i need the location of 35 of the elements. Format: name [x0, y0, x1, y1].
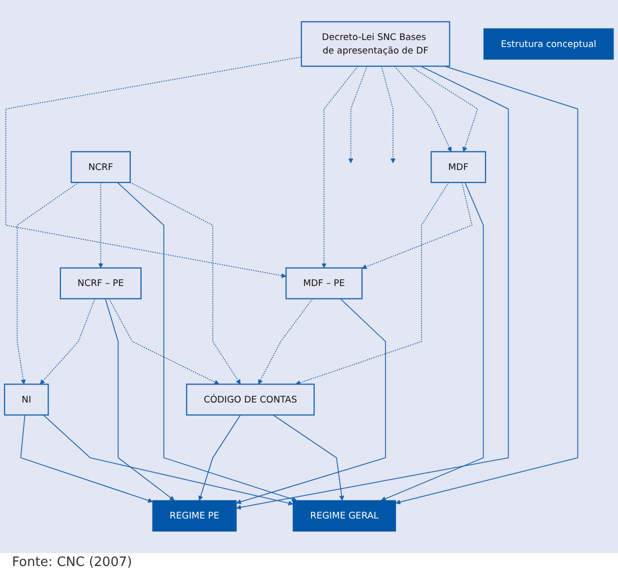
arrow [20, 414, 153, 503]
arrow [395, 66, 578, 504]
arrow [108, 298, 220, 384]
arrow [394, 66, 452, 152]
process-box: NI [4, 384, 49, 416]
arrow [362, 182, 472, 270]
arrow [381, 66, 396, 164]
arrow [104, 298, 174, 501]
arrow [5, 56, 302, 278]
arrow [130, 182, 241, 384]
regime-bar: REGIME GERAL [292, 500, 396, 532]
arrow [272, 414, 344, 501]
process-box: NCRF [70, 151, 131, 184]
arrow [98, 182, 104, 268]
arrow [236, 298, 386, 504]
arrow [348, 66, 368, 164]
process-box: CÓDIGO DE CONTAS [186, 384, 315, 416]
process-box: MDF – PE [286, 267, 363, 300]
process-box: NCRF – PE [60, 267, 142, 300]
arrow [117, 182, 297, 502]
heading-band: Estrutura conceptual [483, 28, 614, 60]
source-caption: Fonte: CNC (2007) [0, 553, 618, 576]
arrow [236, 66, 509, 510]
regime-bar: REGIME PE [152, 500, 237, 532]
arrow [322, 66, 358, 268]
arrow [380, 182, 484, 502]
arrow [42, 414, 294, 506]
process-box: Decreto-Lei SNC Bases de apresentação de DF [300, 21, 450, 67]
arrow [40, 298, 96, 384]
process-box: MDF [430, 151, 486, 184]
arrow [410, 66, 478, 152]
arrow [295, 182, 450, 386]
arrow [16, 182, 80, 384]
arrow [198, 414, 241, 501]
arrow [258, 298, 313, 384]
